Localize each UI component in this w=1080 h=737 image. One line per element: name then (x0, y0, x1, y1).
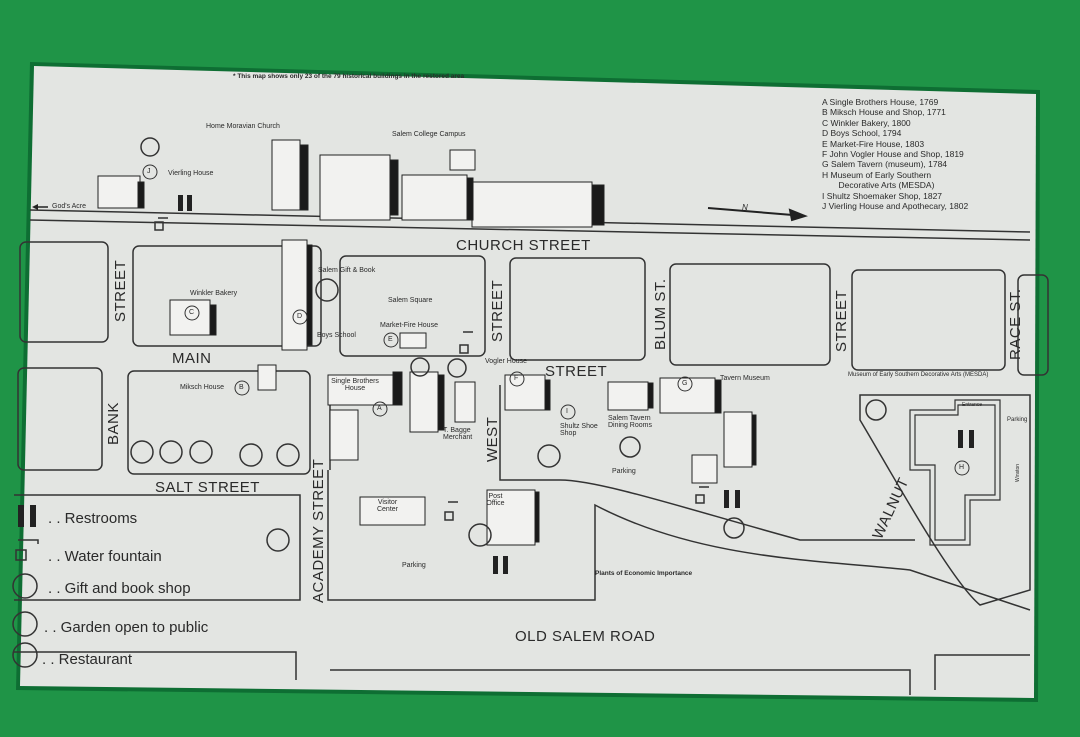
street-grid (14, 209, 1049, 695)
label-salem-square: Salem Square (388, 297, 433, 304)
gods-acre-arrow-icon (32, 204, 48, 210)
street-race: RACE ST. (1007, 288, 1024, 360)
map-note: * This map shows only 23 of the 79 histo… (233, 73, 465, 80)
north-arrow-icon (707, 207, 809, 222)
street-church: CHURCH STREET (456, 237, 591, 254)
label-mesda: Museum of Early Southern Decorative Arts… (848, 372, 989, 378)
label-parking: Parking (612, 468, 636, 475)
city-block (1017, 274, 1049, 376)
key-item: C Winkler Bakery, 1800 (822, 117, 911, 128)
street-salt: SALT STREET (155, 479, 260, 496)
key-item: F John Vogler House and Shop, 1819 (822, 149, 964, 160)
street-west: WEST (484, 416, 501, 462)
label-vierling-house: Vierling House (168, 170, 214, 177)
city-block (19, 241, 109, 343)
north-label: N (742, 203, 748, 212)
label-entrance: Entrance (962, 402, 983, 408)
marker-a: A (377, 405, 382, 412)
label-parking: Parking (402, 562, 426, 569)
label-shultz-shoe-shop: Shultz Shoe Shop (560, 423, 598, 437)
label-single-brothers: Single Brothers House (331, 378, 379, 392)
legend-gift-shop: . . Gift and book shop (48, 580, 191, 597)
city-block (132, 245, 322, 347)
city-block (509, 257, 646, 361)
label-salem-gift-book: Salem Gift & Book (318, 267, 376, 274)
label-tavern-dining: Salem Tavern Dining Rooms (608, 415, 652, 429)
label-visitor-center: Visitor Center (376, 499, 398, 513)
label-boys-school: Boys School (317, 332, 356, 339)
key-item: B Miksch House and Shop, 1771 (822, 107, 946, 118)
label-miksch-house: Miksch House (180, 384, 224, 391)
gift-shop-icons (12, 278, 467, 599)
key-item: J Vierling House and Apothecary, 1802 (822, 201, 969, 212)
water-fountain-icons (15, 217, 709, 561)
street-academy: ACADEMY STREET (310, 458, 327, 603)
marker-b: B (239, 384, 244, 391)
label-parking: Parking (1007, 417, 1028, 423)
legend-restaurant: . . Restaurant (42, 651, 133, 668)
key-item: H Museum of Early Southern (822, 169, 932, 180)
key-item: A Single Brothers House, 1769 (822, 97, 939, 107)
marker-f: F (514, 375, 519, 382)
label-post-office: Post Office (486, 493, 505, 507)
city-block-salem-square (339, 255, 486, 357)
key-item: E Market-Fire House, 1803 (822, 138, 925, 149)
label-winston-arrow: Winston (1015, 463, 1021, 482)
street-main-label: STREET (545, 363, 608, 380)
key-item: I Shultz Shoemaker Shop, 1827 (822, 190, 943, 201)
label-winkler-bakery: Winkler Bakery (190, 290, 238, 297)
city-block (669, 263, 831, 366)
street-right-vertical: STREET (833, 289, 850, 352)
label-vogler-house: Vogler House (485, 358, 528, 365)
marker-e: E (388, 336, 393, 343)
city-block (851, 269, 1006, 371)
legend-garden: . . Garden open to public (44, 619, 209, 636)
label-plants: Plants of Economic Importance (595, 570, 693, 577)
restaurant-icons (12, 436, 641, 668)
street-west-upper: STREET (489, 279, 506, 342)
restroom-icons (18, 195, 974, 574)
key-item: Decorative Arts (MESDA) (822, 180, 935, 191)
city-block (14, 651, 297, 680)
garden-icons (12, 137, 887, 637)
marker-j: J (147, 168, 151, 175)
city-block (127, 370, 311, 475)
label-tavern-museum: Tavern Museum (720, 375, 770, 382)
letter-markers (142, 164, 970, 476)
marker-i: I (566, 408, 568, 415)
label-home-moravian-church: Home Moravian Church (206, 123, 280, 130)
buildings (97, 139, 757, 546)
marker-d: D (297, 313, 303, 320)
street-blum: BLUM ST. (652, 278, 669, 350)
legend-restrooms: . . Restrooms (48, 510, 138, 527)
label-bagge-merchant: T. Bagge Merchant (443, 427, 473, 441)
label-market-fire-house: Market-Fire House (380, 322, 438, 329)
key-item: D Boys School, 1794 (822, 128, 902, 139)
city-block (14, 494, 301, 601)
mesda-building (909, 399, 1001, 546)
street-bank: BANK (105, 402, 122, 445)
marker-h: H (959, 464, 965, 471)
building-key: A Single Brothers House, 1769 B Miksch H… (822, 97, 968, 211)
label-salem-college: Salem College Campus (392, 131, 466, 138)
marker-g: G (682, 380, 688, 387)
legend-water-fountain: . . Water fountain (48, 548, 162, 565)
key-item: G Salem Tavern (museum), 1784 (822, 159, 948, 170)
marker-c: C (189, 309, 195, 316)
street-old-salem-road: OLD SALEM ROAD (515, 628, 656, 645)
street-main-vertical: STREET (112, 259, 129, 322)
city-block (17, 367, 103, 471)
street-main: MAIN (172, 350, 212, 367)
label-gods-acre: God's Acre (52, 203, 87, 210)
